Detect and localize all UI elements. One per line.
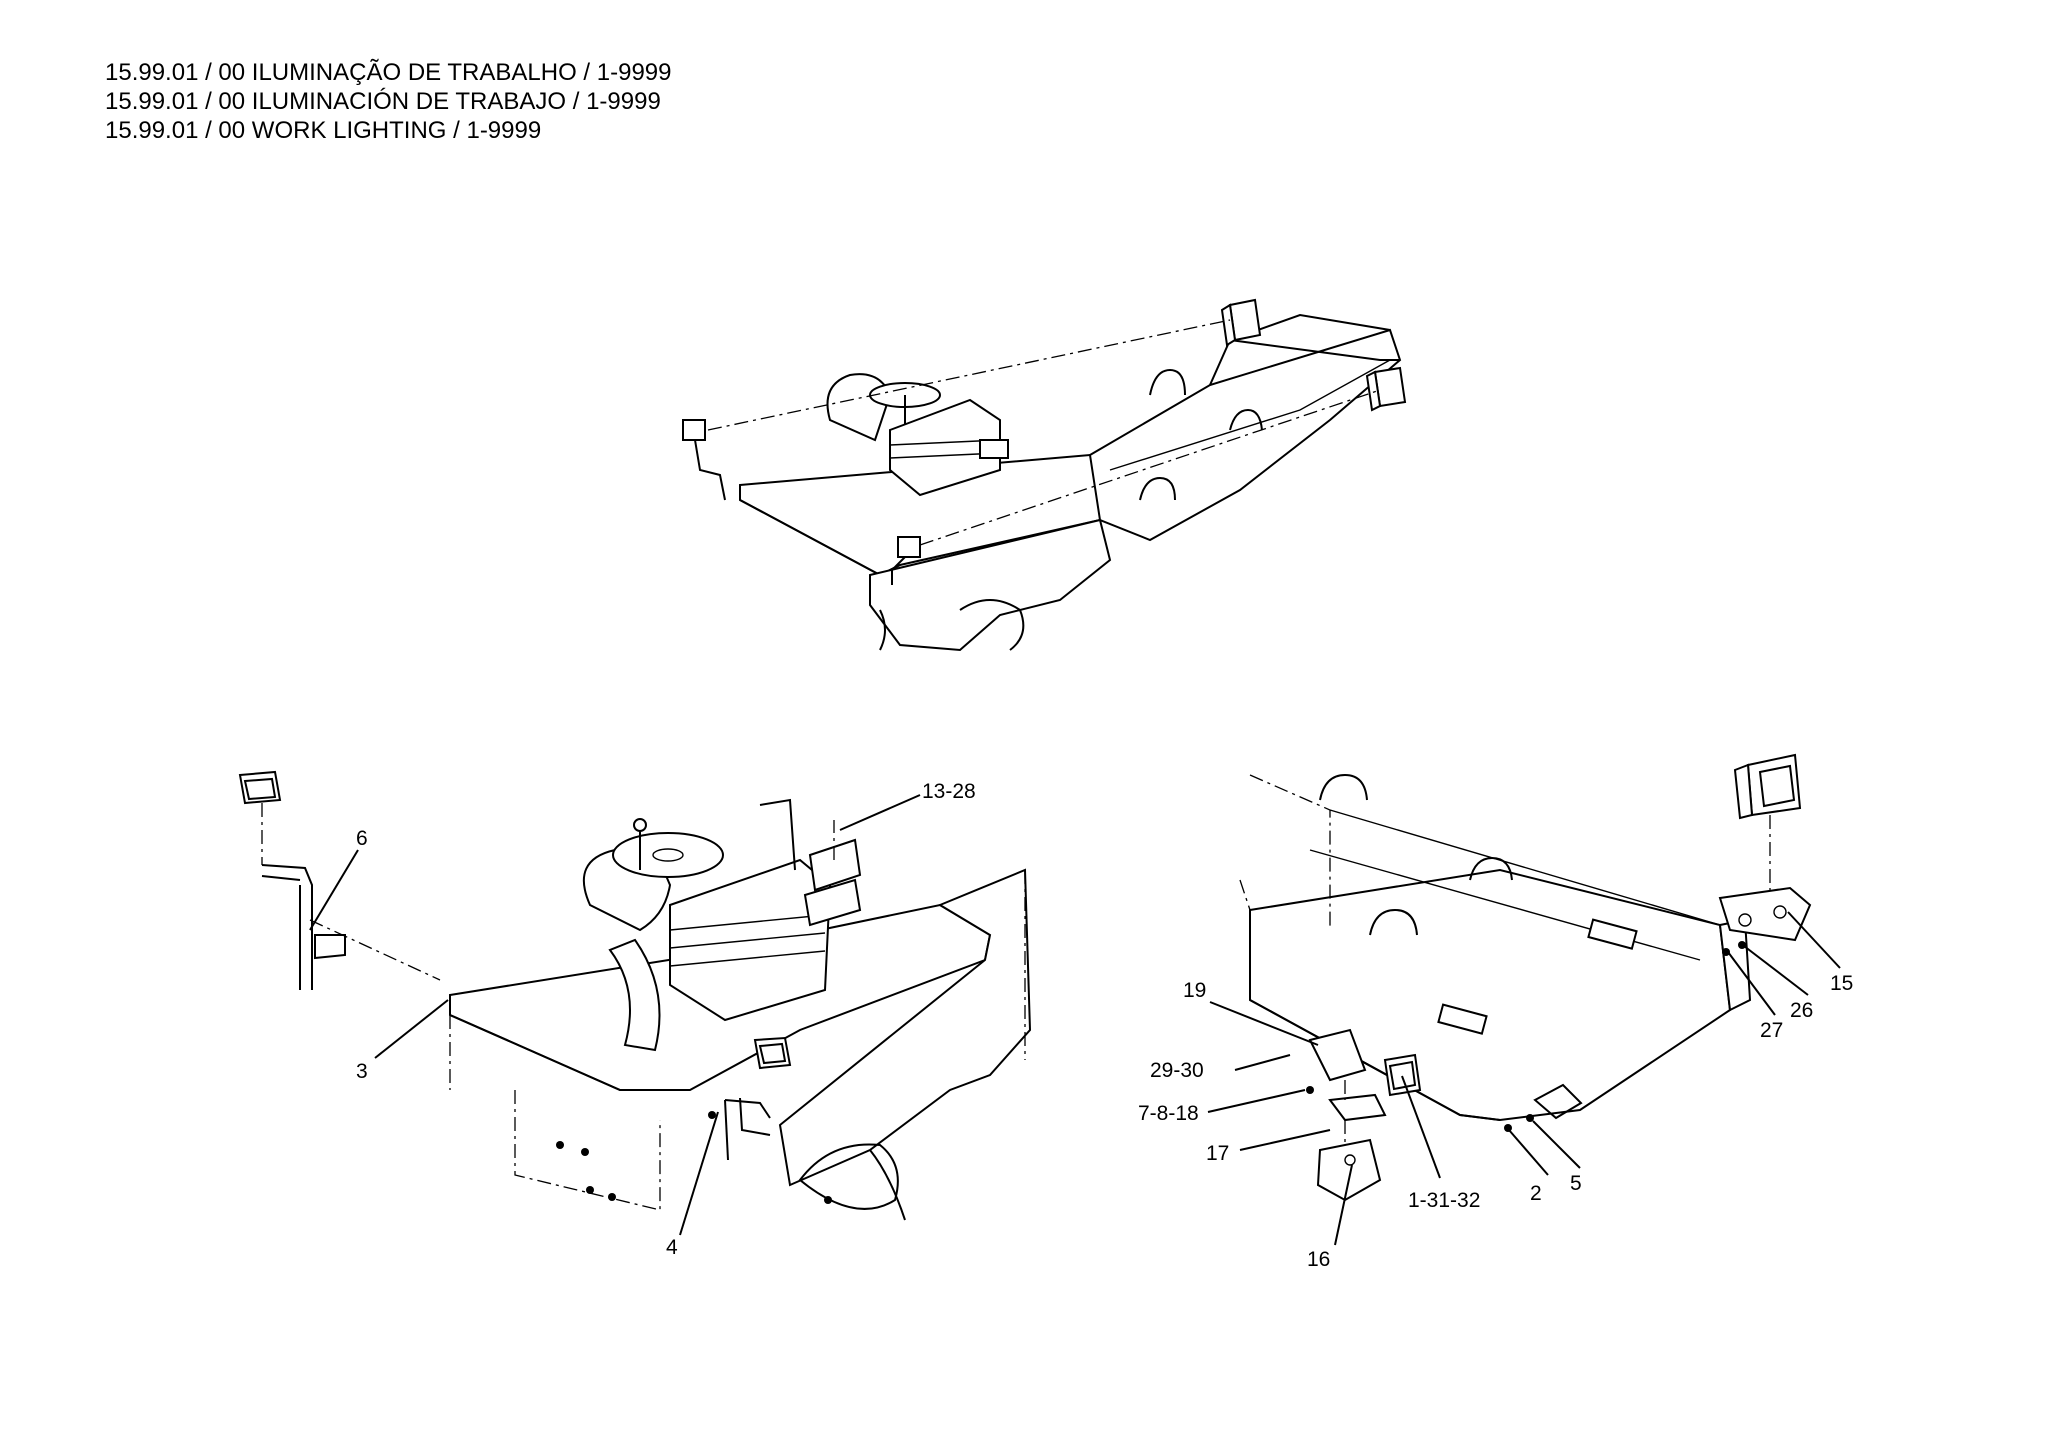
rear-lamp-bracket [1718, 886, 1812, 942]
rear-work-lamp-right [1718, 753, 1812, 942]
callout-4: 4 [666, 1236, 678, 1259]
overview-seat [826, 373, 892, 442]
overview-front-lamp-left [682, 419, 726, 501]
title-line-portuguese: 15.99.01 / 00 ILUMINAÇÃO DE TRABALHO / 1… [105, 59, 672, 86]
callout-19: 19 [1183, 979, 1206, 1002]
lamp-guard-16 [1316, 1138, 1382, 1202]
work-lamp-left-assembly [238, 770, 441, 990]
callout-27: 27 [1760, 1019, 1783, 1042]
callout-1-31-32: 1-31-32 [1408, 1189, 1480, 1212]
front-seat-post [608, 938, 661, 1052]
drawing-title-block: 15.99.01 / 00 ILUMINAÇÃO DE TRABALHO / 1… [105, 58, 671, 145]
callout-26: 26 [1790, 999, 1813, 1022]
work-lamp-right-assembly [724, 1036, 792, 1161]
callout-2: 2 [1530, 1182, 1542, 1205]
callout-6: 6 [356, 827, 368, 850]
overview-rear-lamp-right [1365, 366, 1407, 412]
lamp-bracket-19 [1308, 1028, 1367, 1082]
callout-15: 15 [1830, 972, 1853, 995]
rear-work-lamp-center [1308, 1028, 1422, 1202]
overview-front-lamp-right [891, 536, 921, 585]
callout-17: 17 [1206, 1142, 1229, 1165]
title-line-english: 15.99.01 / 00 WORK LIGHTING / 1-9999 [105, 117, 542, 144]
title-line-spanish: 15.99.01 / 00 ILUMINACIÓN DE TRABAJO / 1… [105, 88, 661, 115]
callout-29-30: 29-30 [1150, 1059, 1204, 1082]
front-steering-wheel [612, 832, 724, 878]
callout-13-28: 13-28 [922, 780, 976, 803]
lamp-mount-17 [1328, 1093, 1387, 1122]
rear-detail-view [1239, 753, 1812, 1202]
callout-5: 5 [1570, 1172, 1582, 1195]
overview-switch-panel [979, 439, 1009, 459]
callout-leader-lines [309, 794, 1841, 1246]
overview-engine [889, 398, 1001, 497]
callout-16: 16 [1307, 1248, 1330, 1271]
callout-7-8-18: 7-8-18 [1138, 1102, 1199, 1125]
front-detail-view [238, 770, 1032, 1221]
overview-chassis-view [682, 298, 1407, 652]
callout-numbers: 13-28 6 3 4 19 29-30 7-8-18 17 16 1-31-3… [356, 780, 1853, 1271]
callout-3: 3 [356, 1060, 368, 1083]
overview-rear-lamp-left [1220, 298, 1262, 347]
switch-panel [808, 838, 862, 892]
